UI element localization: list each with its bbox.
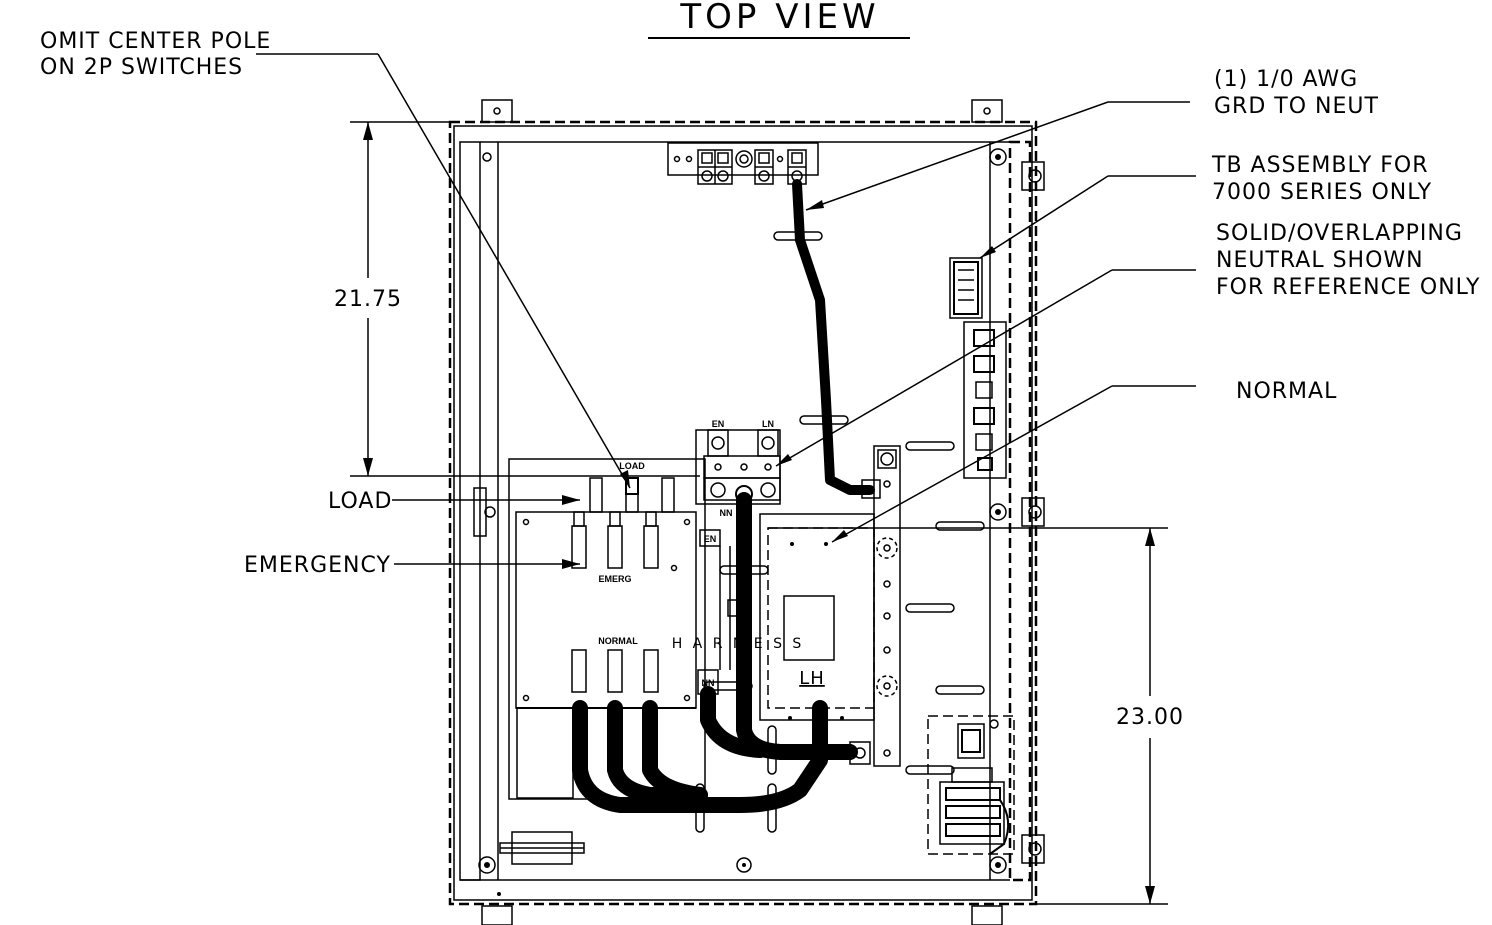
label-normal: NORMAL [598, 636, 638, 646]
callout-neutral-line1: SOLID/OVERLAPPING [1216, 221, 1463, 246]
ground-bar [667, 142, 819, 185]
label-lh: LH [799, 668, 825, 689]
callout-neutral-line2: NEUTRAL SHOWN [1216, 248, 1424, 273]
enclosure [448, 99, 1045, 925]
dimension-upper: 21.75 [334, 121, 700, 477]
callout-normal-text: NORMAL [1236, 379, 1337, 404]
callout-neutral-line3: FOR REFERENCE ONLY [1216, 275, 1480, 300]
dimension-lower-value: 23.00 [1116, 705, 1184, 730]
power-cables [572, 492, 858, 813]
diagram-title: TOP VIEW [679, 0, 879, 37]
label-ln-top: LN [762, 419, 774, 429]
label-load: LOAD [619, 461, 645, 471]
callout-tb-line2: 7000 SERIES ONLY [1212, 180, 1432, 205]
callout-load: LOAD [328, 489, 580, 514]
label-nn-top: NN [720, 508, 733, 518]
callout-omit-line1: OMIT CENTER POLE [40, 29, 271, 54]
callout-ground-line1: (1) 1/0 AWG [1214, 67, 1358, 92]
controller-panel: LH [759, 445, 901, 767]
ground-wire [792, 179, 875, 495]
dimension-lower: 23.00 [768, 527, 1184, 905]
callout-tb-assembly: TB ASSEMBLY FOR 7000 SERIES ONLY [979, 153, 1432, 259]
label-nn-side: NN [702, 678, 715, 688]
dimension-upper-value: 21.75 [334, 287, 402, 312]
transfer-switch: LOAD EMERG NORMAL [508, 458, 706, 800]
callout-normal: NORMAL [831, 379, 1337, 543]
control-module [927, 715, 1015, 855]
callout-tb-line1: TB ASSEMBLY FOR [1211, 153, 1429, 178]
label-en-side: EN [704, 534, 717, 544]
tb-assembly [949, 257, 1007, 479]
label-en-top: EN [712, 419, 725, 429]
callout-ground-wire: (1) 1/0 AWG GRD TO NEUT [805, 67, 1379, 211]
callout-emergency: EMERGENCY [244, 553, 580, 578]
callout-neutral: SOLID/OVERLAPPING NEUTRAL SHOWN FOR REFE… [775, 221, 1480, 467]
callout-load-text: LOAD [328, 489, 392, 514]
label-emerg: EMERG [598, 574, 631, 584]
callout-emergency-text: EMERGENCY [244, 553, 391, 578]
callout-omit-center-pole: OMIT CENTER POLE ON 2P SWITCHES [40, 29, 631, 489]
callout-omit-line2: ON 2P SWITCHES [40, 55, 243, 80]
callout-ground-line2: GRD TO NEUT [1214, 94, 1379, 119]
